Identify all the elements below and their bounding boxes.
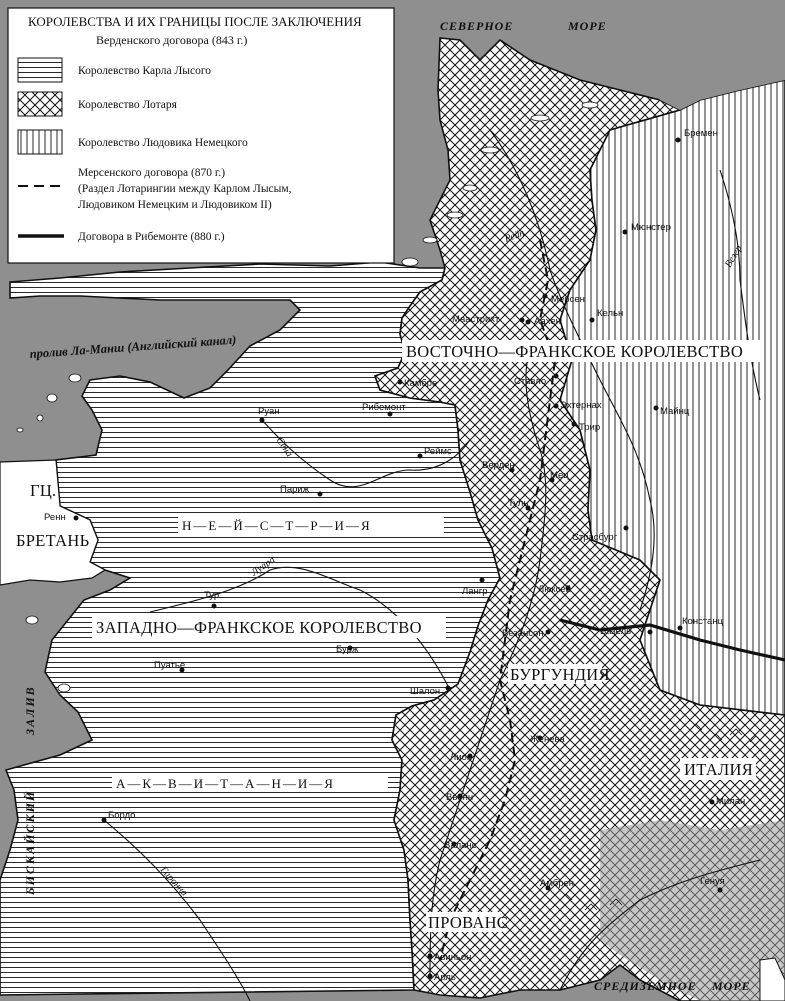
- cities: Бремен Мюнстер Мерсен Маастрихт Аахен Ке…: [44, 128, 745, 983]
- territory-louis: [559, 79, 785, 716]
- city-poitiers: Пуатье: [154, 660, 185, 671]
- city-konstanz: Констанц: [682, 616, 724, 627]
- city-lyon: Лион: [450, 752, 472, 763]
- sea-med-label-1: СРЕДИЗЕМНОЕ: [594, 979, 697, 993]
- burgundy-label-bg: [508, 664, 602, 684]
- city-tours: Тур: [204, 590, 219, 601]
- neustria-label-bg: [178, 516, 444, 534]
- city-embrun: Амбрен: [540, 878, 574, 889]
- legend: КОРОЛЕВСТВА И ИХ ГРАНИЦЫ ПОСЛЕ ЗАКЛЮЧЕНИ…: [7, 7, 395, 264]
- city-aachen: Аахен: [534, 316, 561, 327]
- biscay-label-1: БИСКАЙСКИЙ: [22, 790, 37, 896]
- channel-islands: [16, 373, 82, 693]
- city-rouen: Руан: [258, 406, 280, 417]
- legend-swatch-horizontal: [17, 57, 63, 83]
- kingdom-burgundy-label: БУРГУНДИЯ: [510, 665, 610, 684]
- city-koln: Кельн: [597, 308, 623, 319]
- legend-mersen-2: (Раздел Лотарингии между Карлом Лысым,: [78, 183, 292, 195]
- city-metz: Мец: [550, 470, 569, 481]
- legend-swatch-vertical: [17, 129, 63, 155]
- brittany-label-2: БРЕТАНЬ: [16, 531, 89, 550]
- legend-item-louis: Королевство Людовика Немецкого: [78, 137, 248, 149]
- legend-title: КОРОЛЕВСТВА И ИХ ГРАНИЦЫ ПОСЛЕ ЗАКЛЮЧЕНИ…: [28, 14, 362, 29]
- city-langres: Лангр: [462, 586, 488, 597]
- city-basel: Базель: [600, 626, 631, 637]
- city-valence: Валанс: [444, 840, 477, 851]
- city-maastricht: Маастрихт: [452, 314, 500, 325]
- kingdom-west-label: ЗАПАДНО—ФРАНКСКОЕ КОРОЛЕВСТВО: [96, 618, 422, 637]
- city-rennes: Ренн: [44, 512, 66, 523]
- city-mainz: Майнц: [660, 406, 690, 417]
- city-geneva: Женева: [530, 734, 565, 745]
- italy-label-bg: [680, 758, 756, 780]
- biscay-label-2: ЗАЛИВ: [23, 685, 37, 736]
- mersen-border: [439, 239, 557, 961]
- region-aquitaine-label: А—К—В—И—Т—А—Н—И—Я: [116, 776, 335, 791]
- legend-subtitle: Верденского договора (843 г.): [96, 33, 247, 47]
- mountain-ticks: [559, 723, 763, 911]
- city-ribemont: Рибемонт: [362, 402, 406, 413]
- city-munster: Мюнстер: [631, 222, 671, 233]
- sea-north-east: [600, 0, 785, 110]
- city-reims: Реймс: [424, 446, 452, 457]
- city-bourges: Бурж: [336, 644, 359, 655]
- aquitaine-label-bg: [112, 774, 388, 792]
- city-bremen: Бремен: [684, 128, 718, 139]
- city-vienne: Вьенн: [446, 792, 473, 803]
- city-mersen: Мерсен: [551, 294, 585, 305]
- legend-swatch-crosshatch: [17, 91, 63, 117]
- city-trier: Трир: [579, 422, 600, 433]
- corsica: [759, 957, 785, 1001]
- city-luxeuil: Люксей: [538, 584, 571, 595]
- brittany-label-1: ГЦ.: [30, 481, 56, 500]
- city-stavelot: Ставло: [514, 376, 546, 387]
- city-strasbourg: Страсбург: [572, 532, 618, 543]
- sea-north-label-1: СЕВЕРНОЕ: [440, 19, 513, 33]
- city-toul: Туль: [508, 498, 528, 509]
- legend-ribemont: Договора в Рибемонте (880 г.): [78, 231, 225, 243]
- kingdom-east-label: ВОСТОЧНО—ФРАНКСКОЕ КОРОЛЕВСТВО: [406, 342, 743, 361]
- territory-brittany: [0, 459, 107, 586]
- sea-north-label-2: МОРЕ: [567, 19, 607, 33]
- legend-item-charles: Королевство Карла Лысого: [78, 65, 211, 77]
- provence-label-bg: [426, 912, 502, 932]
- ribemont-border: [559, 618, 785, 662]
- legend-item-lothair: Королевство Лотаря: [78, 99, 178, 111]
- city-avignon: Авиньон: [434, 952, 471, 963]
- city-milan: Милан: [716, 796, 745, 807]
- city-echternach: Эхтернах: [560, 400, 602, 411]
- west-kingdom-label-bg: [92, 616, 446, 638]
- region-neustria-label: Н—Е—Й—С—Т—Р—И—Я: [182, 518, 372, 533]
- frisian-islands: [401, 101, 599, 267]
- sea-med-label-2: МОРЕ: [711, 979, 751, 993]
- city-genoa: Генуя: [700, 876, 725, 887]
- city-bordeaux: Бордо: [108, 810, 135, 821]
- city-arles: Арль: [434, 972, 456, 983]
- city-chalon: Шалон: [410, 686, 440, 697]
- city-besancon: Безансон: [502, 628, 544, 639]
- city-cambrai: Камбре: [404, 378, 437, 389]
- city-verdun: Верден: [482, 460, 515, 471]
- legend-mersen-1: Мерсенского договора (870 г.): [78, 167, 225, 179]
- kingdom-provence-label: ПРОВАНС: [428, 913, 508, 932]
- legend-mersen-3: Людовиком Немецким и Людовиком II): [78, 199, 272, 211]
- kingdom-italy-label: ИТАЛИЯ: [684, 760, 753, 779]
- city-paris: Париж: [280, 484, 310, 495]
- east-kingdom-label-bg: [402, 340, 764, 362]
